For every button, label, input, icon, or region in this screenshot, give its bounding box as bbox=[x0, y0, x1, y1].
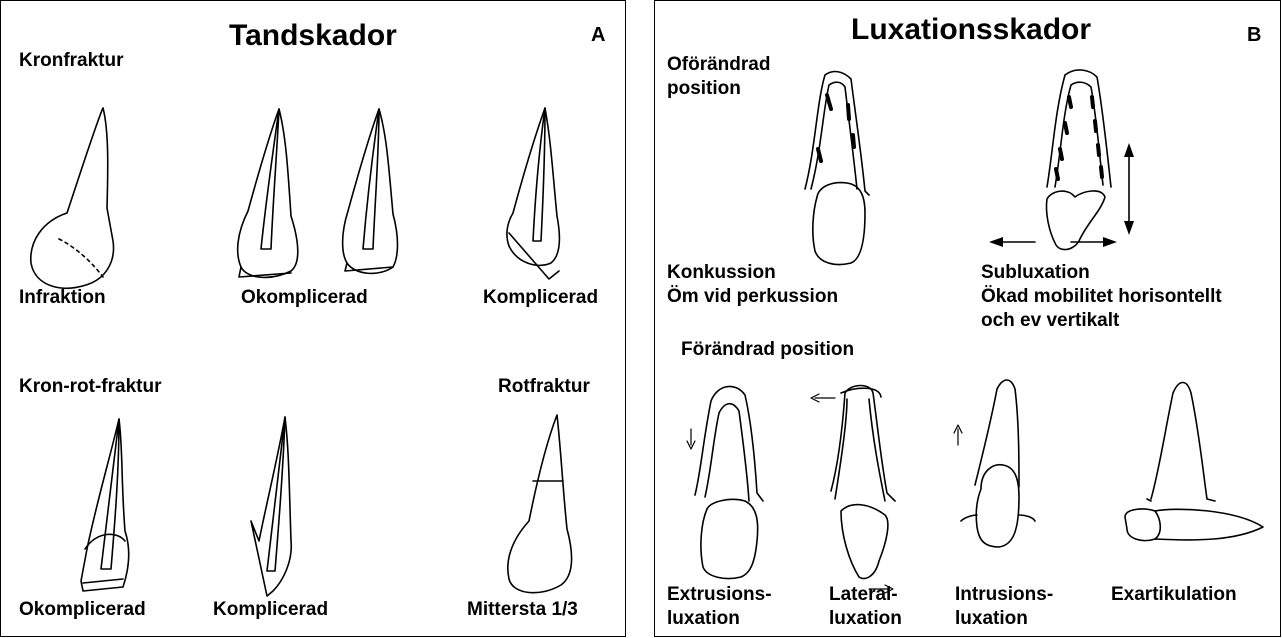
tooth-root-fracture bbox=[508, 415, 572, 593]
label-intrusion-2: luxation bbox=[955, 607, 1028, 631]
tooth-extrusion-luxation bbox=[687, 386, 763, 578]
label-lateral-1: Lateral- bbox=[829, 583, 898, 607]
label-lateral-2: luxation bbox=[829, 607, 902, 631]
tooth-uncomplicated-crown-root-fracture bbox=[81, 419, 129, 591]
label-intrusion-1: Intrusions- bbox=[955, 583, 1053, 607]
panel-tooth-injuries: Tandskador A Kronfraktur Infraktion Okom… bbox=[0, 0, 626, 637]
panel-a-drawings-2 bbox=[1, 1, 627, 638]
panel-luxation-injuries: Luxationsskador B Oförändrad position bbox=[654, 0, 1281, 637]
tooth-lateral-luxation bbox=[811, 386, 895, 594]
tooth-intrusion-luxation bbox=[954, 380, 1035, 547]
label-complicated-2: Komplicerad bbox=[213, 598, 328, 622]
label-uncomplicated-2: Okomplicerad bbox=[19, 598, 146, 622]
label-middle-third: Mittersta 1/3 bbox=[467, 598, 578, 622]
label-extrusion-1: Extrusions- bbox=[667, 583, 772, 607]
label-extrusion-2: luxation bbox=[667, 607, 740, 631]
tooth-exarticulation bbox=[1125, 383, 1263, 541]
label-exarticulation: Exartikulation bbox=[1111, 583, 1237, 607]
panel-b-drawings-2 bbox=[655, 1, 1282, 638]
tooth-complicated-crown-root-fracture bbox=[251, 417, 291, 596]
